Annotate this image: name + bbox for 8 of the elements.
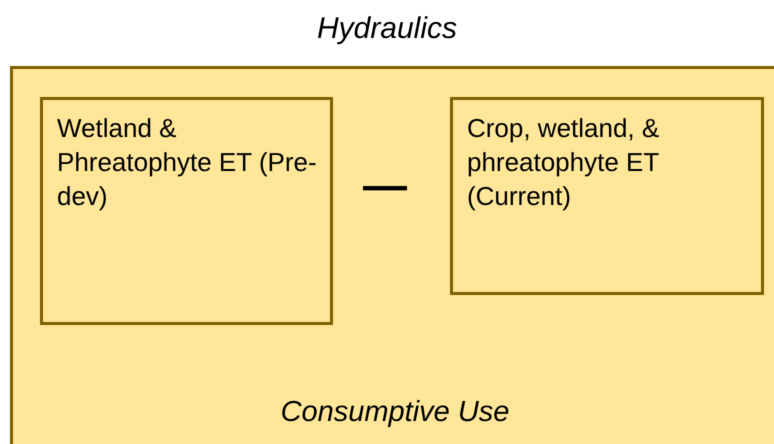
minus-sign: — bbox=[363, 164, 407, 208]
diagram-title: Hydraulics bbox=[316, 12, 458, 46]
term-box bbox=[40, 97, 333, 325]
group-label: Consumptive Use bbox=[280, 395, 510, 430]
term-box bbox=[450, 97, 764, 295]
term-label: Crop, wetland, & phreatophyte ET (Current) bbox=[467, 112, 660, 213]
term-label: Wetland & Phreatophyte ET (Pre-dev) bbox=[57, 112, 317, 213]
container-box bbox=[10, 66, 774, 444]
